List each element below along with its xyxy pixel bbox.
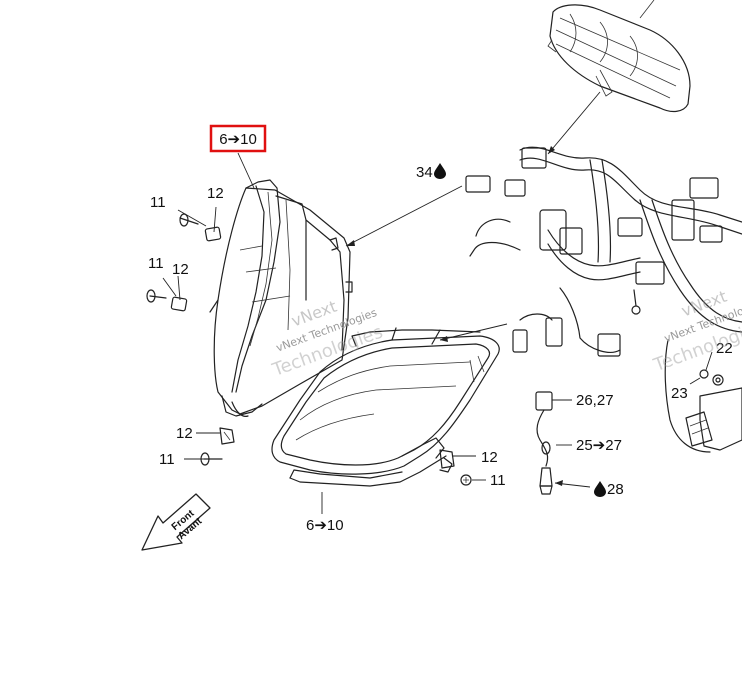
callout-12-c[interactable]: 12 <box>176 425 193 442</box>
callout-11-a[interactable]: 11 <box>150 194 166 211</box>
highlighted-callout-box[interactable] <box>209 124 267 153</box>
water-drop-icon <box>594 481 606 497</box>
water-drop-icon <box>434 163 446 179</box>
screw-11-c[interactable] <box>200 452 223 466</box>
instrument-cluster[interactable] <box>547 0 691 113</box>
callout-23[interactable]: 23 <box>671 385 688 402</box>
screw-11-d[interactable] <box>460 474 472 486</box>
screw-11-b[interactable] <box>146 289 167 303</box>
sensor-connector[interactable] <box>535 391 553 495</box>
callout-6-10-highlighted[interactable]: 6➔10 <box>219 131 257 148</box>
callout-34[interactable]: 34 <box>416 164 433 181</box>
callout-12-b[interactable]: 12 <box>172 261 189 278</box>
callout-12-d[interactable]: 12 <box>481 449 498 466</box>
clip-12-d[interactable] <box>439 449 455 469</box>
clip-12-a[interactable] <box>204 226 222 242</box>
clip-12-c[interactable] <box>219 427 235 445</box>
callout-25-27[interactable]: 25➔27 <box>576 437 622 454</box>
mounting-bracket[interactable] <box>664 339 742 453</box>
callout-26-27[interactable]: 26,27 <box>576 392 614 409</box>
callout-22[interactable]: 22 <box>716 340 733 357</box>
watermark-right: vNext vNext Technologies Technologies <box>650 287 742 377</box>
screw-11-a[interactable] <box>179 213 199 227</box>
wiring-harness[interactable] <box>465 146 742 357</box>
clip-12-b[interactable] <box>170 296 188 312</box>
callout-11-d[interactable]: 11 <box>490 472 506 489</box>
callout-11-b[interactable]: 11 <box>148 255 164 272</box>
callout-12-a[interactable]: 12 <box>207 185 224 202</box>
left-fairing-panel[interactable] <box>209 179 353 417</box>
callout-11-c[interactable]: 11 <box>159 451 175 468</box>
front-direction-arrow: Front Avant <box>141 493 211 551</box>
headlight-assembly[interactable] <box>271 327 500 487</box>
watermark-left: vNext vNext Technologies Technologies <box>269 297 386 381</box>
callout-6-10-bottom[interactable]: 6➔10 <box>306 517 344 534</box>
callout-28[interactable]: 28 <box>607 481 624 498</box>
